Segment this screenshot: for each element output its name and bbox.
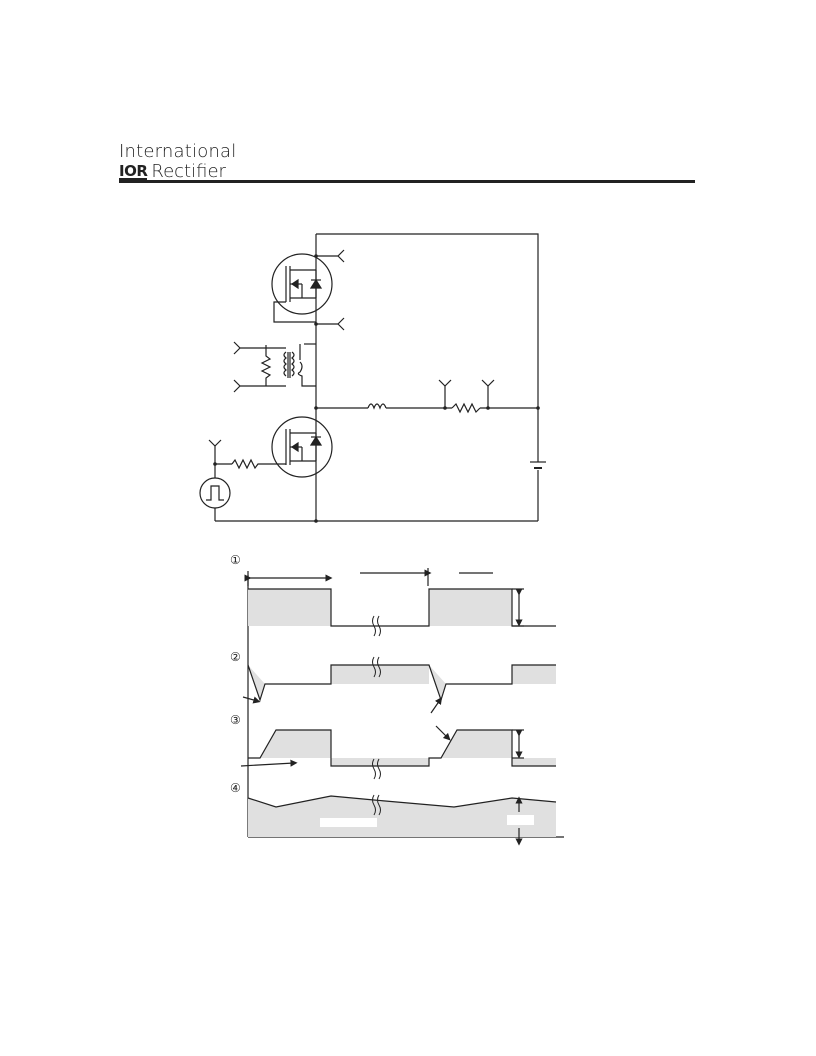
header-rule (119, 180, 695, 183)
waveform-3-trace (248, 729, 556, 767)
waveform-3-shade-a (260, 730, 331, 758)
waveform-2-pointer-a (242, 696, 261, 704)
break-mark-4 (372, 794, 381, 816)
waveform-4-trace (247, 795, 557, 808)
company-name-line2: Rectifier (151, 161, 226, 182)
company-name-line1: International (119, 141, 237, 162)
waveform-1-pulse-b (429, 589, 512, 626)
waveform-1-trace (248, 588, 556, 627)
circuit-top-wire (316, 233, 539, 462)
waveform-label-2: ② (230, 650, 241, 664)
waveform-2-plateau-b (512, 665, 556, 684)
waveform-label-4: ④ (230, 781, 241, 795)
top-gate-loop (273, 301, 316, 323)
waveform-3-pointer-a (240, 759, 298, 767)
waveform-4-label-box-b (507, 815, 534, 825)
probe-gate-drive-icon (208, 439, 222, 447)
waveform-3-pointer-b (435, 725, 451, 741)
gate-transformer-icon (283, 343, 316, 387)
waveform-1-pulse-a (248, 589, 331, 626)
waveform-label-1: ① (230, 553, 241, 567)
probe-gate-bottom-icon (233, 379, 241, 393)
logo-mark: IOR (119, 161, 148, 180)
company-name-line2-row: IOR Rectifier (119, 162, 236, 182)
waveform-3 (240, 725, 556, 767)
junction-dots (213, 254, 540, 523)
waveform-2-spike-a (248, 665, 265, 700)
waveform-3-shade-b (331, 758, 429, 766)
company-logo: International IOR Rectifier (119, 142, 236, 182)
probe-current-b-icon (481, 379, 495, 408)
probe-current-a-icon (438, 379, 452, 408)
probe-source-icon (316, 317, 345, 331)
break-mark-3 (372, 758, 381, 780)
gate-resistor-left (260, 345, 272, 386)
waveform-1 (244, 568, 556, 627)
waveform-panel: ① ② ③ ④ (230, 553, 564, 846)
circuit-schematic (199, 233, 546, 522)
waveform-2 (242, 664, 556, 714)
waveform-3-shade-d (512, 758, 556, 766)
waveform-label-3: ③ (230, 713, 241, 727)
pulse-generator-icon (199, 477, 231, 509)
waveform-3-shade-c (441, 730, 512, 758)
top-mosfet-icon (271, 253, 333, 315)
inductor-icon (367, 403, 387, 410)
probe-gate-top-icon (233, 341, 241, 355)
gate-drive-resistor (231, 458, 286, 470)
break-mark-1 (372, 615, 381, 637)
waveform-4 (247, 795, 557, 846)
waveform-4-label-box-a (320, 818, 377, 827)
time-break-marks (372, 615, 381, 816)
bottom-mosfet-icon (271, 416, 333, 478)
battery-icon (530, 461, 546, 469)
waveform-2-trace (247, 664, 556, 702)
waveform-2-spike-b (429, 665, 446, 700)
sense-resistor-icon (451, 402, 481, 414)
break-mark-2 (372, 656, 381, 678)
waveform-2-pointer-b (430, 697, 443, 714)
probe-drain-icon (316, 249, 345, 263)
